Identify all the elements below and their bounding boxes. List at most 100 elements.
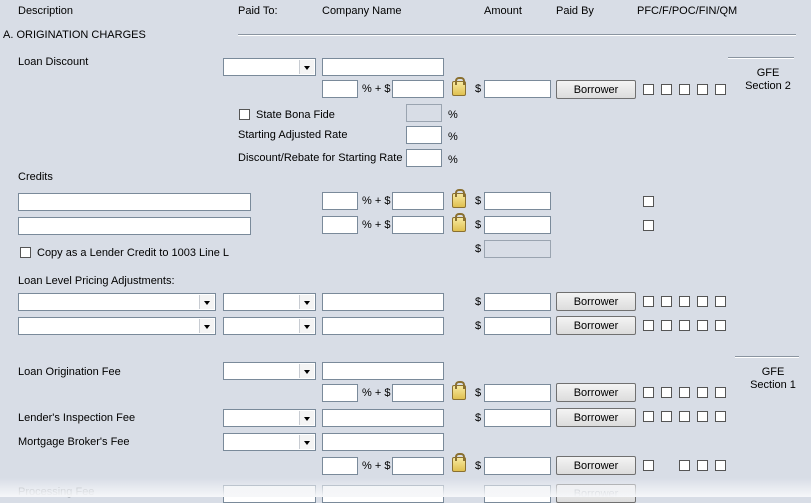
credit-1-description-input[interactable] [18,193,251,211]
loan-discount-fin-checkbox[interactable] [697,84,708,95]
loan-discount-amount-input[interactable] [484,80,551,98]
dollar-label: $ [475,460,482,472]
origination-fee-plus-amount-input[interactable] [392,384,444,402]
lock-icon[interactable] [452,381,466,400]
lock-icon[interactable] [452,77,466,96]
credit-1-checkbox[interactable] [643,196,654,207]
credit-1-plus-amount-input[interactable] [392,192,444,210]
origination-fee-qm-checkbox[interactable] [715,387,726,398]
loan-discount-company-input[interactable] [322,58,444,76]
origination-fee-paid-to-select[interactable] [223,362,316,380]
credit-1-amount-input[interactable] [484,192,551,210]
loan-discount-qm-checkbox[interactable] [715,84,726,95]
broker-fee-company-input[interactable] [322,433,444,451]
header-flags: PFC/F/POC/FIN/QM [637,5,738,17]
broker-fee-paid-by-button[interactable]: Borrower [556,456,636,475]
section-title: A. ORIGINATION CHARGES [3,29,146,41]
copy-lender-credit-checkbox[interactable] [20,247,31,258]
llpa-1-amount-input[interactable] [484,293,551,311]
llpa-1-paid-to-select[interactable] [223,293,316,311]
llpa-1-f-checkbox[interactable] [661,296,672,307]
origination-fee-label: Loan Origination Fee [18,366,121,378]
llpa-label: Loan Level Pricing Adjustments: [18,275,175,287]
inspection-fee-pfc-checkbox[interactable] [643,411,654,422]
llpa-1-pfc-checkbox[interactable] [643,296,654,307]
llpa-2-qm-checkbox[interactable] [715,320,726,331]
dollar-label: $ [475,219,482,231]
credit-2-percent-input[interactable] [322,216,358,234]
inspection-fee-fin-checkbox[interactable] [697,411,708,422]
state-bona-fide-checkbox[interactable] [239,109,250,120]
llpa-2-paid-to-select[interactable] [223,317,316,335]
origination-fee-amount-input[interactable] [484,384,551,402]
loan-discount-paid-by-button[interactable]: Borrower [556,80,636,99]
broker-fee-plus-amount-input[interactable] [392,457,444,475]
llpa-2-paid-by-button[interactable]: Borrower [556,316,636,335]
llpa-1-poc-checkbox[interactable] [679,296,690,307]
dollar-label: $ [475,243,482,255]
broker-fee-paid-to-select[interactable] [223,433,316,451]
chevron-down-icon [199,319,214,333]
gfe-section1-line1: GFE [761,366,785,378]
llpa-2-pfc-checkbox[interactable] [643,320,654,331]
chevron-down-icon [299,60,314,74]
lender-credit-total-input [484,240,551,258]
loan-discount-pfc-checkbox[interactable] [643,84,654,95]
lock-icon[interactable] [452,189,466,208]
broker-fee-qm-checkbox[interactable] [715,460,726,471]
llpa-1-company-input[interactable] [322,293,444,311]
credit-1-percent-input[interactable] [322,192,358,210]
inspection-fee-amount-input[interactable] [484,409,551,427]
dollar-label: $ [475,387,482,399]
origination-fee-poc-checkbox[interactable] [679,387,690,398]
inspection-fee-f-checkbox[interactable] [661,411,672,422]
inspection-fee-paid-by-button[interactable]: Borrower [556,408,636,427]
credits-label: Credits [18,171,53,183]
broker-fee-fin-checkbox[interactable] [697,460,708,471]
llpa-1-description-select[interactable] [18,293,216,311]
inspection-fee-qm-checkbox[interactable] [715,411,726,422]
broker-fee-percent-input[interactable] [322,457,358,475]
loan-discount-poc-checkbox[interactable] [679,84,690,95]
credit-2-checkbox[interactable] [643,220,654,231]
llpa-2-company-input[interactable] [322,317,444,335]
starting-adjusted-rate-input[interactable] [406,126,442,144]
origination-fee-fin-checkbox[interactable] [697,387,708,398]
origination-fee-percent-input[interactable] [322,384,358,402]
origination-fee-pfc-checkbox[interactable] [643,387,654,398]
inspection-fee-company-input[interactable] [322,409,444,427]
loan-discount-f-checkbox[interactable] [661,84,672,95]
lock-icon[interactable] [452,213,466,232]
broker-fee-poc-checkbox[interactable] [679,460,690,471]
llpa-2-fin-checkbox[interactable] [697,320,708,331]
broker-fee-pfc-checkbox[interactable] [643,460,654,471]
copy-lender-credit-label: Copy as a Lender Credit to 1003 Line L [37,247,230,259]
llpa-1-paid-by-button[interactable]: Borrower [556,292,636,311]
loan-discount-paid-to-select[interactable] [223,58,316,76]
inspection-fee-label: Lender's Inspection Fee [18,412,136,424]
origination-fee-company-input[interactable] [322,362,444,380]
credit-2-description-input[interactable] [18,217,251,235]
loan-discount-percent-input[interactable] [322,80,358,98]
lock-icon[interactable] [452,453,466,472]
inspection-fee-poc-checkbox[interactable] [679,411,690,422]
llpa-2-description-select[interactable] [18,317,216,335]
origination-fee-f-checkbox[interactable] [661,387,672,398]
chevron-down-icon [299,411,314,425]
llpa-1-qm-checkbox[interactable] [715,296,726,307]
loan-discount-plus-amount-input[interactable] [392,80,444,98]
pct-plus-label: % + $ [362,460,391,472]
discount-rebate-input[interactable] [406,149,442,167]
dollar-label: $ [475,320,482,332]
llpa-1-fin-checkbox[interactable] [697,296,708,307]
dollar-label: $ [475,83,482,95]
llpa-2-amount-input[interactable] [484,317,551,335]
broker-fee-amount-input[interactable] [484,457,551,475]
llpa-2-poc-checkbox[interactable] [679,320,690,331]
llpa-2-f-checkbox[interactable] [661,320,672,331]
gfe-section1-divider [735,356,799,358]
credit-2-plus-amount-input[interactable] [392,216,444,234]
origination-fee-paid-by-button[interactable]: Borrower [556,383,636,402]
inspection-fee-paid-to-select[interactable] [223,409,316,427]
credit-2-amount-input[interactable] [484,216,551,234]
